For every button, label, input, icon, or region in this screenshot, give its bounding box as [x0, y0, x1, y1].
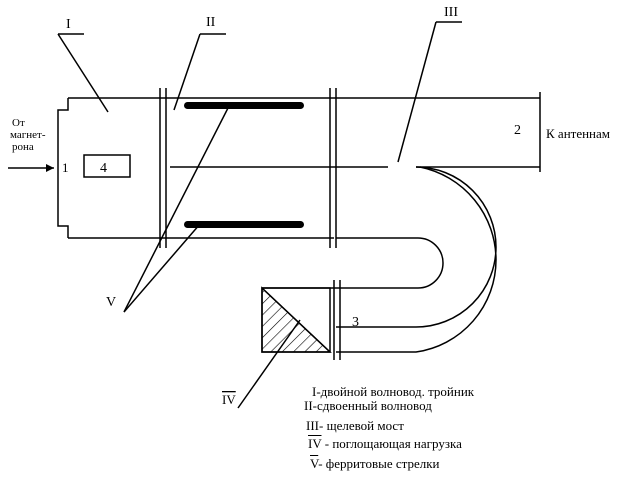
label-from-3: рона [12, 141, 34, 153]
leader-iii [397, 21, 437, 163]
leader-i [57, 33, 109, 113]
label-from-2: магнет- [10, 129, 46, 141]
label-to-antennas: К антеннам [546, 126, 610, 141]
u-bend-outer [262, 237, 444, 289]
ferrite-bar-bottom [184, 221, 304, 228]
label-v: V [106, 295, 116, 310]
load-diagonal [261, 287, 331, 353]
leader-ii [173, 33, 201, 111]
label-port-4: 4 [100, 161, 107, 176]
input-arrow-head [46, 164, 54, 172]
ferrite-bar-top [184, 102, 304, 109]
left-flange [57, 98, 69, 238]
label-port-1: 1 [62, 160, 69, 175]
label-from-1: От [12, 117, 25, 129]
u-bend-inner [336, 166, 497, 328]
leader-v-b [123, 223, 201, 313]
label-ii: II [206, 15, 216, 30]
label-iv: IV [222, 392, 236, 407]
bend-bottom-wall [336, 166, 497, 353]
label-i: I [66, 17, 71, 32]
box-4 [83, 154, 131, 178]
leader-v-a [123, 107, 229, 313]
label-port-2: 2 [514, 123, 521, 138]
label-port-3: 3 [352, 315, 359, 330]
label-iii: III [444, 5, 458, 20]
